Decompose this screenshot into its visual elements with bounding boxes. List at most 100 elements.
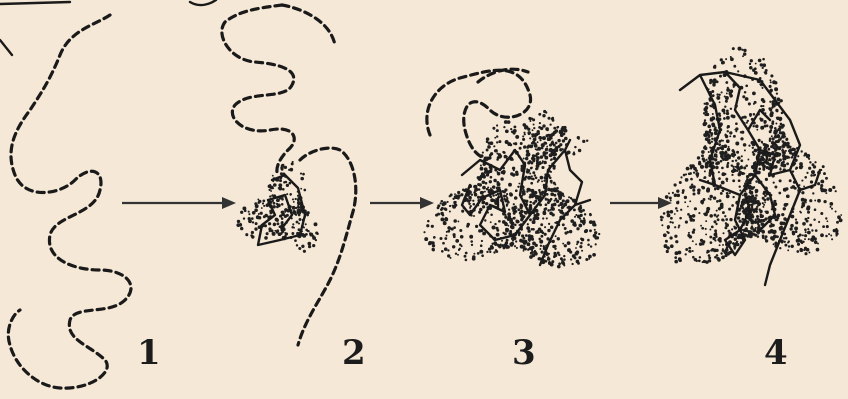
stipple-dot — [712, 124, 716, 128]
stipple-dot — [727, 130, 729, 132]
stipple-dot — [297, 201, 301, 205]
stipple-dot — [300, 188, 302, 190]
stipple-dot — [496, 124, 498, 126]
stipple-dot — [279, 215, 281, 217]
stipple-dot — [702, 261, 704, 263]
stipple-dot — [281, 221, 284, 224]
stipple-dot — [804, 176, 807, 179]
stipple-dot — [672, 222, 674, 224]
stipple-dot — [706, 138, 709, 141]
stipple-dot — [714, 153, 718, 157]
stipple-dot — [701, 202, 703, 204]
stipple-dot — [731, 170, 734, 173]
stipple-dot — [795, 230, 798, 233]
stipple-dot — [564, 129, 568, 133]
stipple-dot — [748, 186, 751, 189]
stipple-dot — [550, 171, 552, 173]
cropped-header-fragment — [0, 2, 70, 55]
stipple-dot — [513, 129, 517, 133]
stipple-dot — [283, 181, 285, 183]
stipple-dot — [755, 125, 759, 129]
stipple-dot — [545, 203, 548, 206]
stipple-dot — [839, 218, 843, 222]
stage-1-unfolded-chain — [8, 15, 131, 388]
stipple-dot — [774, 147, 778, 151]
stipple-dot — [760, 215, 763, 218]
stipple-dot — [835, 235, 837, 237]
stipple-dot — [531, 118, 533, 120]
stipple-dot — [423, 231, 425, 233]
stipple-dot — [774, 127, 777, 130]
stipple-dot — [788, 245, 790, 247]
stipple-dot — [750, 173, 753, 176]
stipple-dot — [550, 158, 552, 160]
stipple-dot — [708, 198, 710, 200]
stipple-dot — [535, 177, 538, 180]
stipple-dot — [748, 198, 752, 202]
stipple-dot — [689, 186, 693, 190]
stipple-dot — [722, 109, 725, 112]
stipple-dot — [709, 131, 711, 133]
stipple-dot — [523, 241, 526, 244]
stipple-dot — [750, 219, 754, 223]
stipple-dot — [695, 243, 697, 245]
stipple-dot — [797, 155, 799, 157]
stipple-dot — [743, 49, 746, 52]
stipple-dot — [549, 123, 551, 125]
stipple-dot — [281, 203, 284, 206]
stipple-dot — [734, 247, 736, 249]
stipple-dot — [703, 112, 705, 114]
stipple-dot — [544, 226, 546, 228]
stipple-dot — [738, 179, 741, 182]
stipple-dot — [505, 129, 509, 133]
stipple-dot — [301, 245, 304, 248]
stipple-dot — [738, 169, 740, 171]
stipple-dot — [805, 202, 807, 204]
stipple-dot — [505, 140, 509, 144]
stipple-dot — [547, 209, 550, 212]
stipple-dot — [775, 109, 778, 112]
stipple-dot — [482, 232, 486, 236]
stipple-dot — [532, 202, 535, 205]
stipple-dot — [676, 190, 679, 193]
stipple-dot — [583, 219, 586, 222]
stipple-dot — [522, 192, 526, 196]
stipple-dot — [534, 174, 536, 176]
stipple-dot — [663, 212, 666, 215]
stipple-dot — [575, 247, 577, 249]
stipple-dot — [578, 256, 581, 259]
stipple-dot — [722, 232, 724, 234]
stipple-dot — [583, 217, 585, 219]
stipple-dot — [685, 248, 688, 251]
stipple-dot — [806, 248, 810, 252]
stipple-dot — [723, 117, 726, 120]
stipple-dot — [427, 220, 430, 223]
stipple-dot — [690, 178, 693, 181]
stipple-dot — [703, 213, 705, 215]
stipple-dot — [562, 199, 565, 202]
stipple-dot — [759, 210, 763, 214]
stipple-dot — [585, 258, 588, 261]
stipple-dot — [697, 156, 700, 159]
stipple-dot — [560, 202, 563, 205]
stipple-dot — [800, 248, 804, 252]
stipple-dot — [576, 243, 578, 245]
stipple-dot — [519, 147, 522, 150]
stipple-dot — [490, 221, 492, 223]
stipple-dot — [453, 219, 457, 223]
stipple-dot — [248, 211, 250, 213]
stipple-dot — [572, 199, 575, 202]
stipple-dot — [555, 199, 557, 201]
stipple-dot — [303, 189, 306, 192]
stipple-dot — [701, 227, 704, 230]
stipple-dot — [561, 261, 565, 265]
stipple-dot — [807, 211, 810, 214]
stipple-dot — [558, 146, 560, 148]
stipple-dot — [730, 57, 734, 61]
stipple-dot — [578, 224, 582, 228]
stipple-dot — [716, 93, 719, 96]
stipple-dot — [291, 162, 294, 165]
stipple-dot — [732, 47, 735, 50]
stipple-dot — [594, 236, 597, 239]
stipple-dot — [595, 243, 597, 245]
